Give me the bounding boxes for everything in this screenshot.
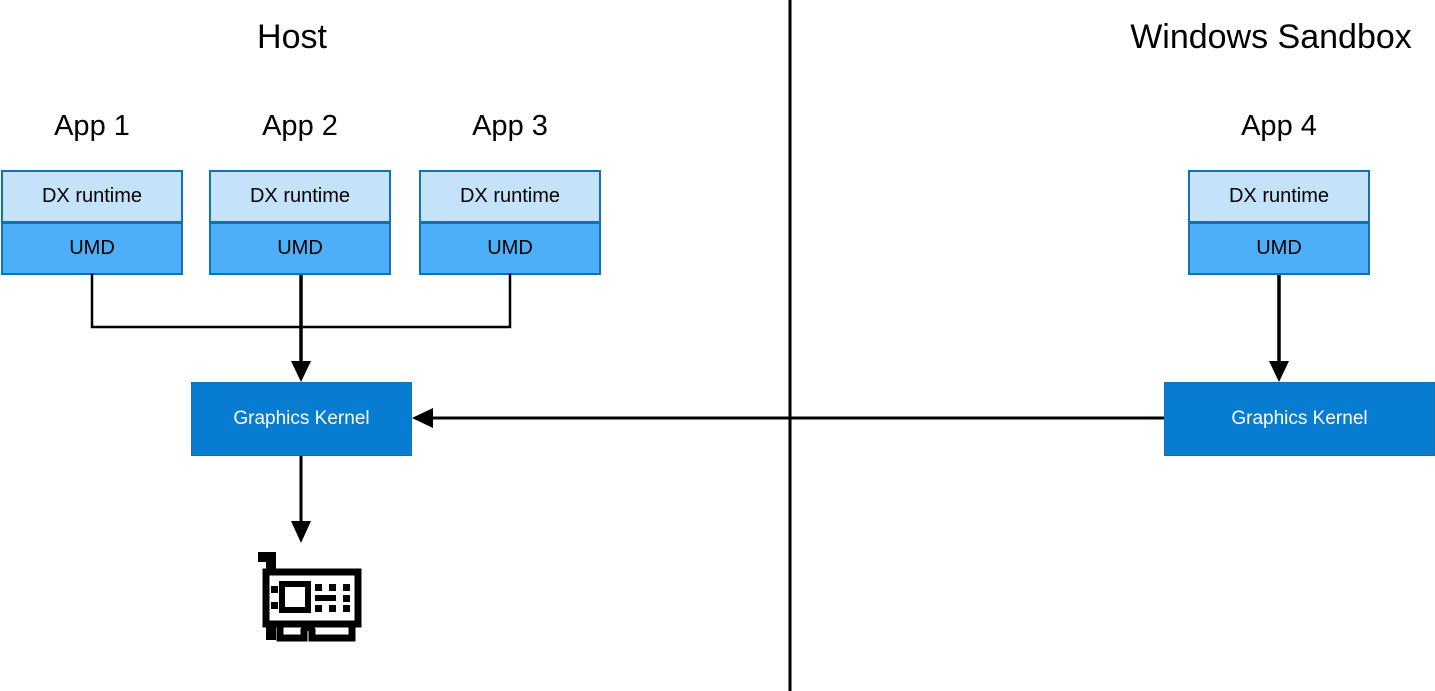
arrowhead-sandbox-kernel-to-host-kernel (412, 408, 433, 428)
zone-title-host: Host (257, 18, 327, 56)
app-title-app-3: App 3 (472, 110, 548, 142)
app-stack-app-2[interactable]: DX runtime UMD (209, 170, 391, 275)
zone-title-windows-sandbox: Windows Sandbox (1130, 18, 1412, 56)
app-title-app-4: App 4 (1241, 110, 1317, 142)
layer-dx-runtime-app-3[interactable]: DX runtime (419, 170, 601, 223)
app-title-app-2: App 2 (262, 110, 338, 142)
connector-app-3-to-graphics-kernel (299, 273, 512, 329)
arrowhead-apps-to-host-graphics-kernel (291, 361, 311, 382)
graphics-kernel-box-sandbox[interactable]: Graphics Kernel (1164, 382, 1435, 456)
layer-umd-app-4[interactable]: UMD (1188, 223, 1370, 275)
arrowhead-app-4-to-sandbox-graphics-kernel (1269, 361, 1289, 382)
layer-dx-runtime-app-1[interactable]: DX runtime (1, 170, 183, 223)
gpu-card-icon-glyph (258, 552, 362, 642)
gpu-card-icon (252, 548, 364, 644)
app-stack-app-3[interactable]: DX runtime UMD (419, 170, 601, 275)
layer-umd-app-2[interactable]: UMD (209, 223, 391, 275)
layer-dx-runtime-app-4[interactable]: DX runtime (1188, 170, 1370, 223)
app-stack-app-1[interactable]: DX runtime UMD (1, 170, 183, 275)
arrowhead-graphics-kernel-to-gpu (291, 521, 311, 543)
connector-app-1-to-graphics-kernel (90, 273, 303, 329)
app-title-app-1: App 1 (54, 110, 130, 142)
app-stack-app-4[interactable]: DX runtime UMD (1188, 170, 1370, 275)
layer-umd-app-1[interactable]: UMD (1, 223, 183, 275)
layer-dx-runtime-app-2[interactable]: DX runtime (209, 170, 391, 223)
graphics-kernel-box-host[interactable]: Graphics Kernel (191, 382, 412, 456)
